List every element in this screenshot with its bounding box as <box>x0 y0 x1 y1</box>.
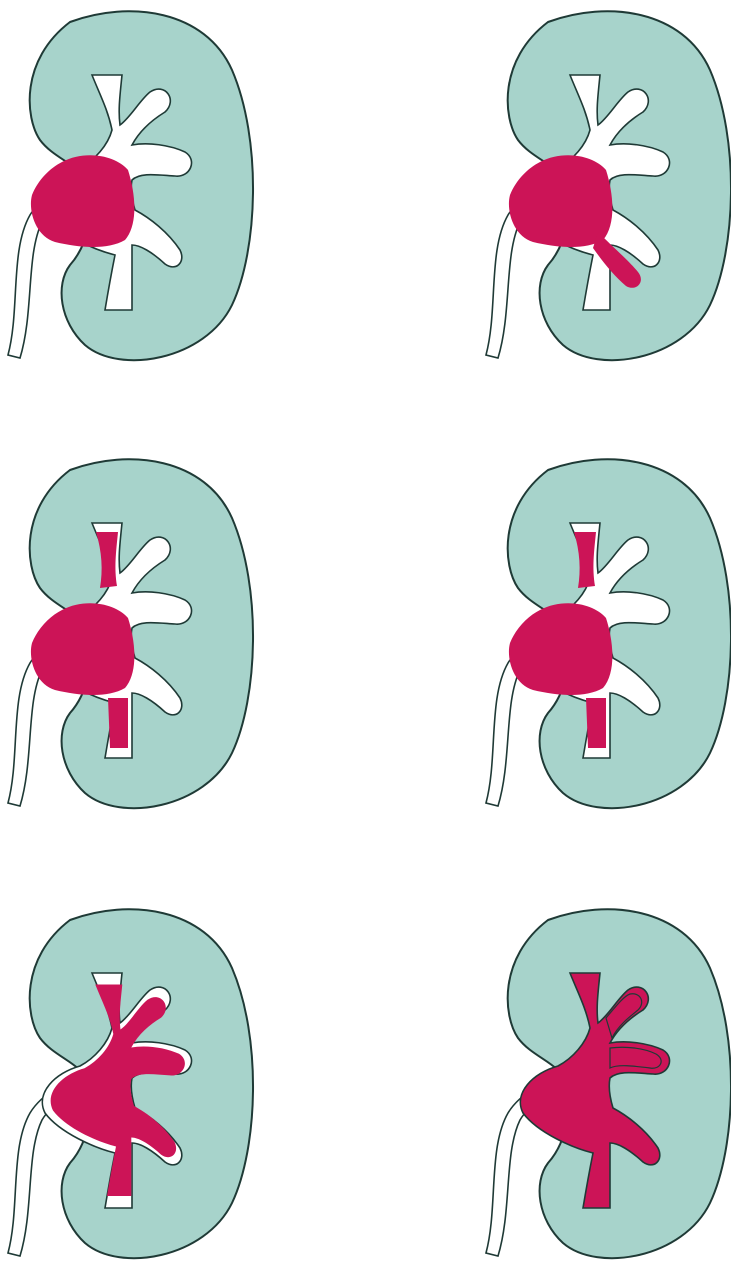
kidney-panel-2 <box>478 0 731 380</box>
kidney-panel-4 <box>478 448 731 828</box>
kidney-panel-6 <box>478 898 731 1278</box>
contrast-lower-infundibulum <box>586 698 606 748</box>
kidney-drawing-6 <box>478 898 731 1278</box>
contrast-pelvis <box>509 603 612 695</box>
kidney-panel-5 <box>0 898 260 1278</box>
contrast-pelvis <box>31 155 134 247</box>
kidney-drawing-5 <box>0 898 260 1278</box>
contrast-pelvis <box>509 155 612 247</box>
kidney-drawing-3 <box>0 448 260 828</box>
contrast-pelvis <box>31 603 134 695</box>
kidney-panel-1 <box>0 0 260 380</box>
contrast-lower-infundibulum <box>108 698 128 748</box>
kidney-drawing-2 <box>478 0 731 380</box>
kidney-drawing-1 <box>0 0 260 380</box>
kidney-drawing-4 <box>478 448 731 828</box>
kidney-panel-3 <box>0 448 260 828</box>
